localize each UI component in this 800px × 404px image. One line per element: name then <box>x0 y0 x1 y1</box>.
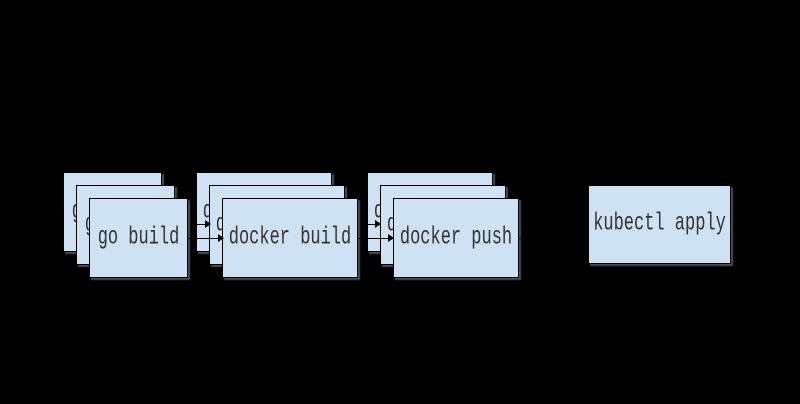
arrow-go-build-to-docker-build-front <box>188 234 224 243</box>
docker-push-box-front: docker push <box>393 198 519 278</box>
docker-build-box-front: docker build <box>222 198 358 278</box>
kubectl-apply-box: kubectl apply <box>588 185 731 264</box>
docker-push-label-front: docker push <box>399 224 513 252</box>
go-build-box-front: go build <box>89 198 188 278</box>
arrow-docker-push-to-kubectl-apply-middle <box>506 220 589 229</box>
arrow-docker-push-to-kubectl-apply-front <box>519 234 589 243</box>
kubectl-apply-label: kubectl apply <box>593 210 726 239</box>
arrow-docker-build-to-docker-push-front <box>358 234 394 243</box>
go-build-label-front: go build <box>97 224 180 252</box>
docker-build-label-front: docker build <box>228 224 352 252</box>
arrow-go-build-to-docker-build-middle <box>175 220 211 229</box>
arrow-docker-build-to-docker-push-middle <box>345 220 381 229</box>
